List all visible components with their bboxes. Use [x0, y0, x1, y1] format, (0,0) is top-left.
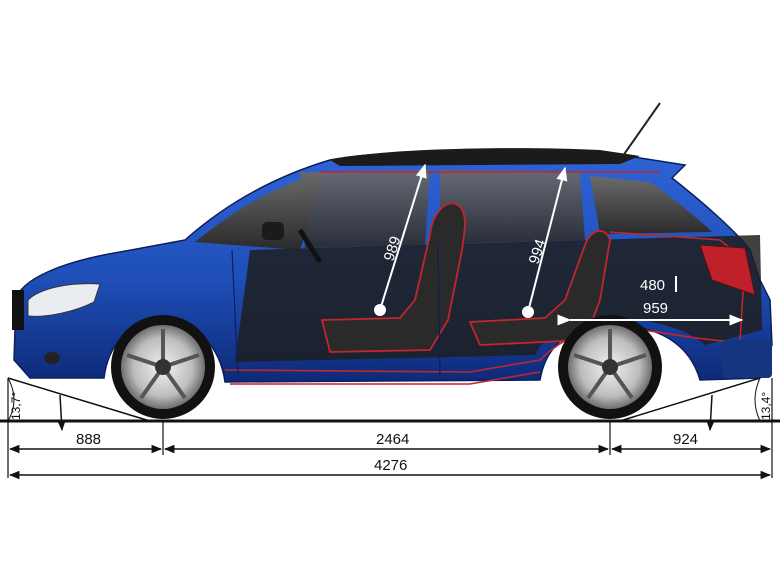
departure-angle-label: 13,4°: [759, 392, 773, 420]
antenna: [619, 102, 661, 161]
front-headroom-arrow: [379, 163, 427, 311]
boot-length-label: 959: [643, 300, 668, 317]
door-line: [231, 245, 441, 376]
rear-overhang-label: 924: [673, 431, 698, 448]
approach-angle-label: 13,7°: [9, 392, 23, 420]
extension-lines: [7, 378, 773, 478]
rear-headroom-arrow: [527, 166, 568, 313]
front-hip-point: [374, 304, 386, 316]
headlight: [27, 283, 101, 317]
approach-angle-pointer: [57, 394, 66, 432]
front-headroom-label: 989: [381, 234, 405, 263]
overall-length-label: 4276: [374, 457, 407, 474]
approach-angle-line: [7, 377, 151, 422]
taillight: [699, 244, 756, 296]
wheelbase-label: 2464: [376, 431, 409, 448]
front-grille: [12, 290, 24, 330]
rear-quarter-window: [590, 176, 712, 234]
departure-angle-arc: [754, 377, 761, 422]
roof: [330, 148, 640, 166]
mirror: [262, 222, 284, 240]
rear-bumper: [722, 340, 772, 378]
front-overhang-label: 888: [76, 431, 101, 448]
fog-light: [44, 352, 60, 364]
departure-angle-line: [619, 377, 761, 422]
rear-side-window: [440, 170, 585, 244]
departure-angle-pointer: [706, 394, 715, 432]
rear-headroom-label: 994: [526, 237, 550, 266]
front-seat: [320, 202, 466, 353]
rear-wheel: [558, 315, 662, 419]
front-side-window: [300, 170, 430, 248]
steering-wheel: [297, 228, 323, 264]
boot-height-label: 480: [640, 277, 665, 294]
front-wheel: [111, 315, 215, 419]
approach-angle-arc: [7, 377, 15, 422]
windshield: [195, 172, 325, 250]
rear-hip-point: [522, 306, 534, 318]
